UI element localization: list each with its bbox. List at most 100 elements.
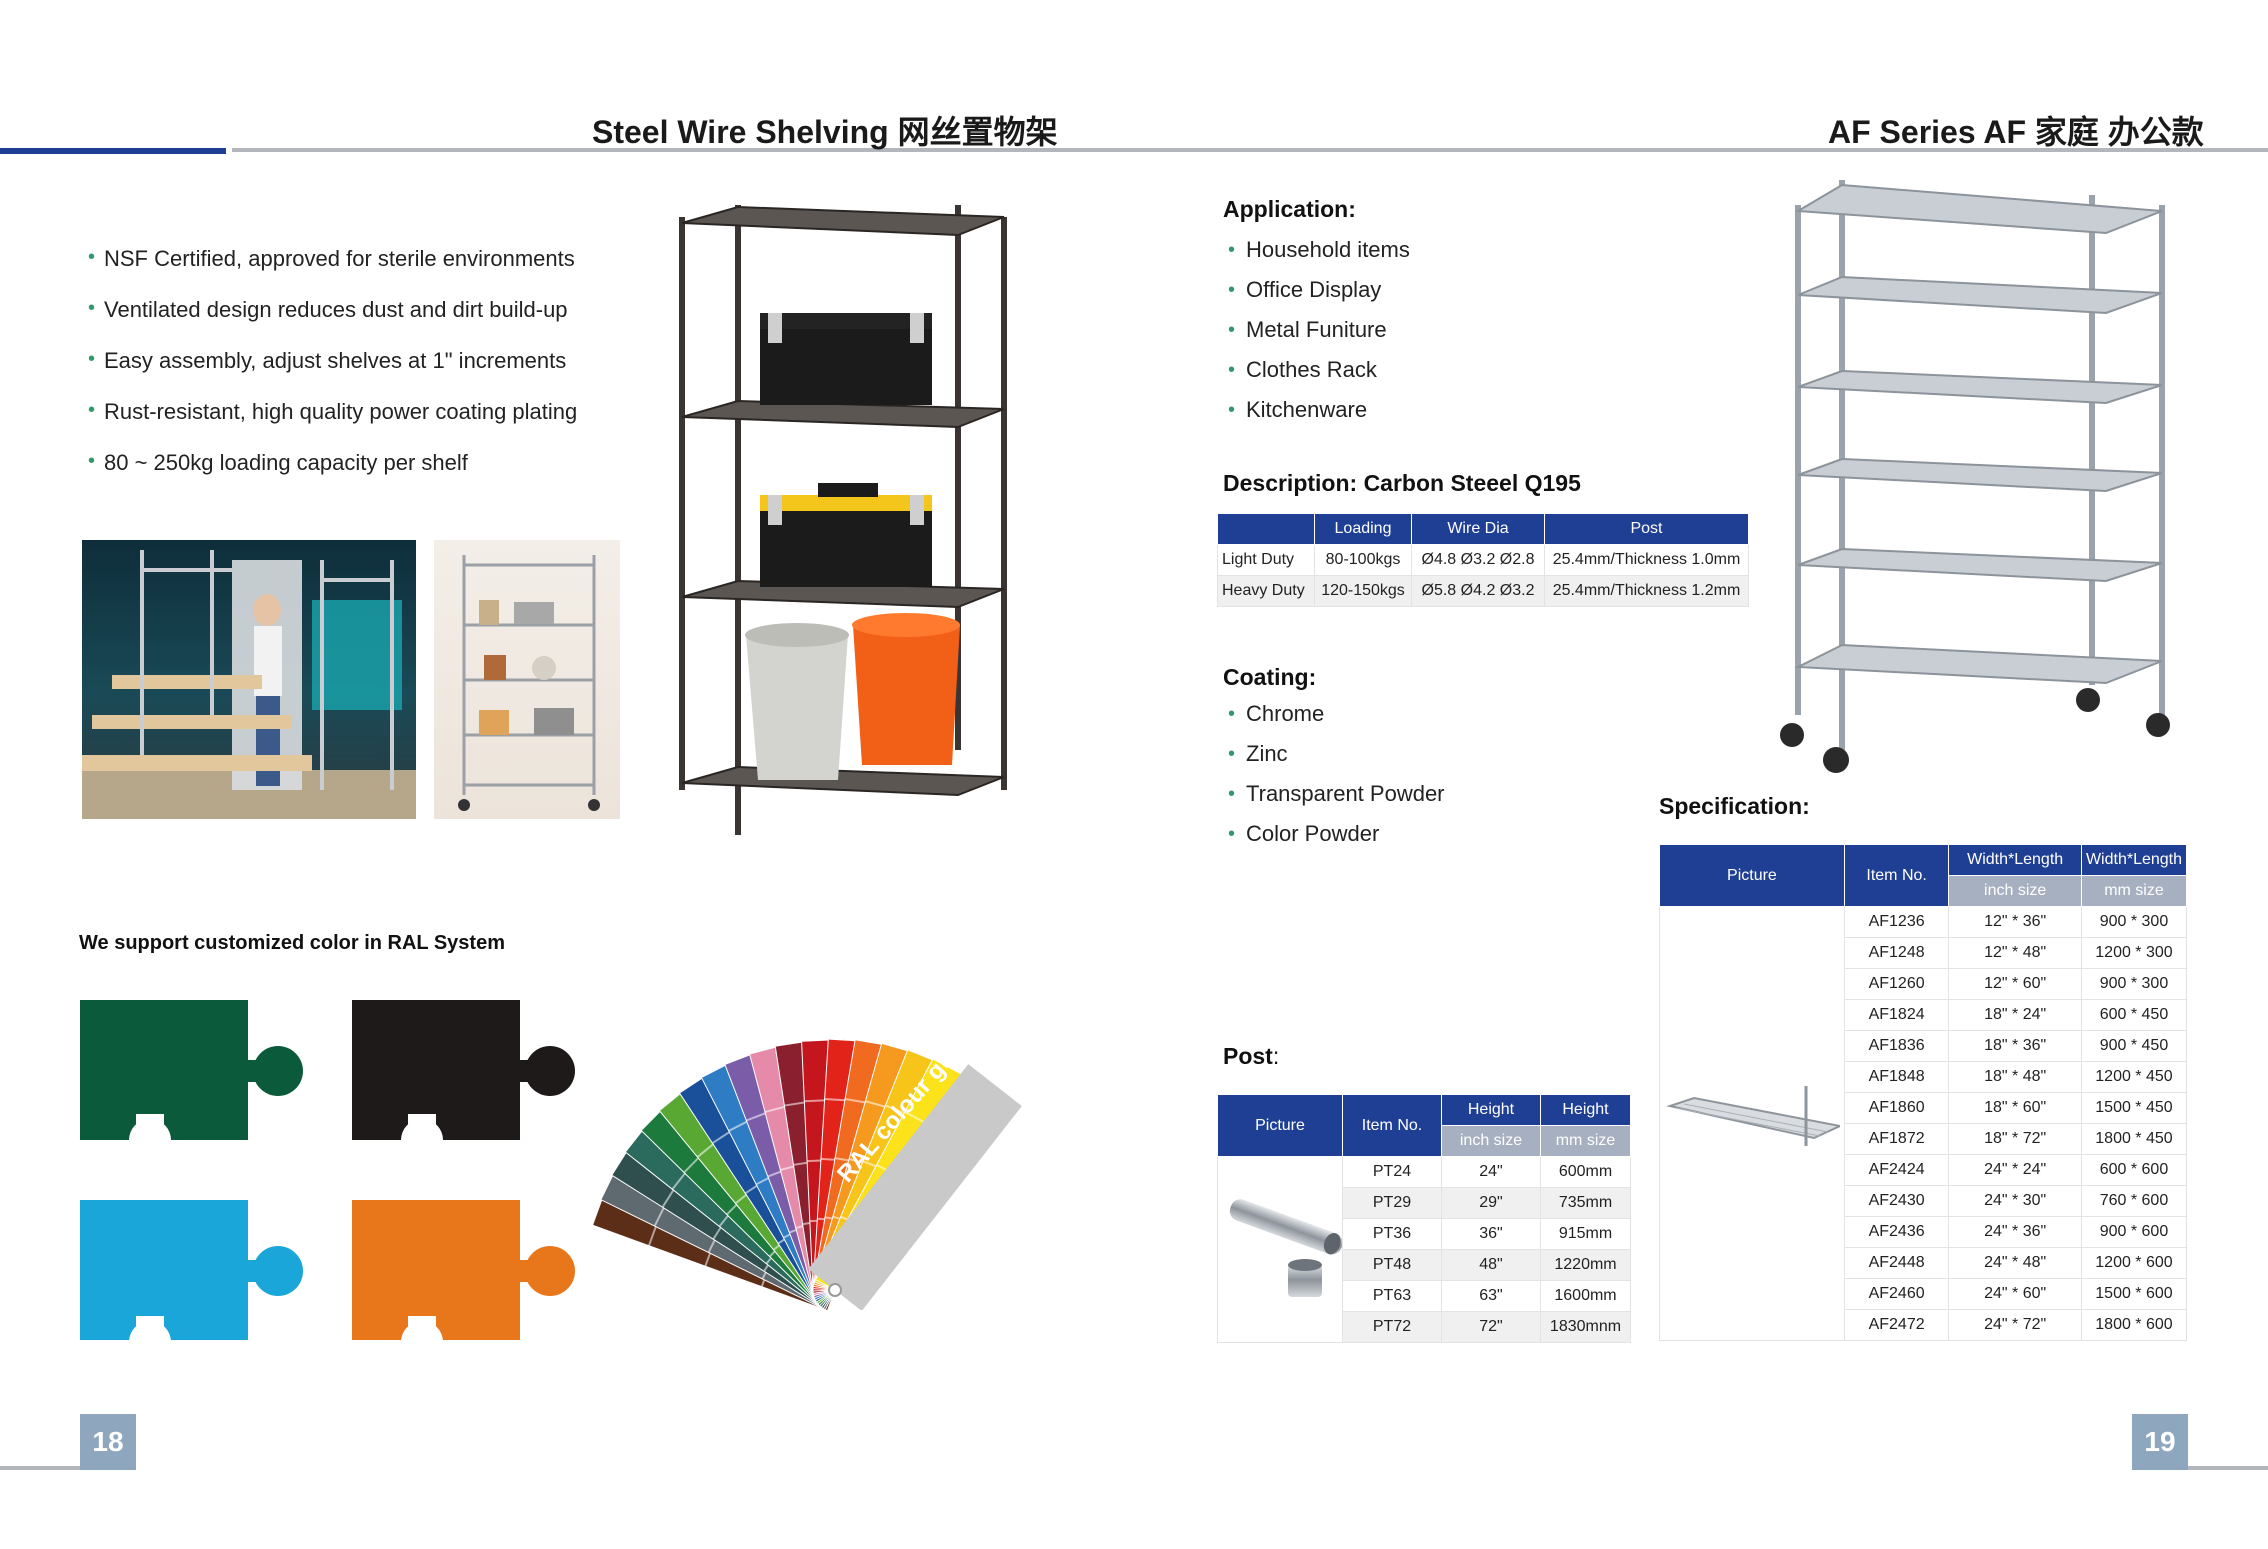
post-cell: 1600mm bbox=[1540, 1280, 1631, 1312]
page-title-left: Steel Wire Shelving 网丝置物架 bbox=[592, 114, 1058, 150]
post-table: Picture Item No. Height Height inch size… bbox=[1217, 1094, 1631, 1343]
spec-sub-mm: mm size bbox=[2080, 875, 2188, 907]
kitchen-shelf-photo bbox=[434, 540, 620, 819]
footer-rule-right bbox=[2180, 1466, 2268, 1470]
ral-caption: We support customized color in RAL Syste… bbox=[79, 932, 505, 954]
description-table: Loading Wire Dia Post Light Duty 80-100k… bbox=[1217, 513, 1749, 607]
spec-cell: 600 * 600 bbox=[2080, 1154, 2188, 1186]
post-cell: 1830mnm bbox=[1540, 1311, 1631, 1343]
feature-item: Rust-resistant, high quality power coati… bbox=[88, 399, 577, 450]
spec-cell: AF1848 bbox=[1843, 1061, 1950, 1093]
feature-list: NSF Certified, approved for sterile envi… bbox=[88, 246, 577, 501]
post-cell: 735mm bbox=[1540, 1187, 1631, 1219]
post-cell: PT63 bbox=[1342, 1280, 1442, 1312]
post-heading: Post: bbox=[1223, 1043, 1279, 1070]
puzzle-black bbox=[352, 1000, 575, 1140]
feature-item: NSF Certified, approved for sterile envi… bbox=[88, 246, 577, 297]
post-cell: 915mm bbox=[1540, 1218, 1631, 1250]
application-heading: Application: bbox=[1223, 196, 1356, 222]
post-sub-mm: mm size bbox=[1540, 1125, 1631, 1157]
table-row: PT72 72" 1830mnm bbox=[1218, 1311, 1631, 1343]
post-heading-colon: : bbox=[1272, 1043, 1280, 1069]
puzzle-green bbox=[80, 1000, 303, 1140]
post-picture-cell bbox=[1217, 1156, 1343, 1343]
spec-cell: 1800 * 600 bbox=[2080, 1309, 2188, 1341]
spec-cell: 900 * 300 bbox=[2080, 906, 2188, 938]
post-sub-inch: inch size bbox=[1441, 1125, 1541, 1157]
chrome-shelf-image bbox=[1770, 175, 2180, 780]
spec-cell: 1500 * 450 bbox=[2080, 1092, 2188, 1124]
desc-cell: Ø5.8 Ø4.2 Ø3.2 bbox=[1411, 575, 1545, 607]
table-row: AF2448 24" * 48" 1200 * 600 bbox=[1660, 1247, 2188, 1279]
spec-cell: 1800 * 450 bbox=[2080, 1123, 2188, 1155]
feature-item: 80 ~ 250kg loading capacity per shelf bbox=[88, 450, 577, 501]
spec-cell: 24" * 36" bbox=[1948, 1216, 2082, 1248]
post-tube-icon bbox=[1229, 1199, 1343, 1297]
ral-colour-fan bbox=[591, 1038, 1022, 1310]
table-row: AF1848 18" * 48" 1200 * 450 bbox=[1660, 1061, 2188, 1093]
kitchen-shelf-illustration bbox=[458, 555, 600, 811]
post-col-height-inch: Height bbox=[1441, 1094, 1541, 1126]
footer-rule-left bbox=[0, 1466, 88, 1470]
header-rule bbox=[232, 148, 2268, 152]
post-cell: PT72 bbox=[1342, 1311, 1442, 1343]
desc-cell: 120-150kgs bbox=[1314, 575, 1412, 607]
spec-cell: 600 * 450 bbox=[2080, 999, 2188, 1031]
page-title-right: AF Series AF 家庭 办公款 bbox=[1828, 114, 2204, 150]
application-item: Metal Funiture bbox=[1222, 310, 1410, 350]
post-cell: 36" bbox=[1441, 1218, 1541, 1250]
table-row: AF1872 18" * 72" 1800 * 450 bbox=[1660, 1123, 2188, 1155]
spec-cell: 12" * 60" bbox=[1948, 968, 2082, 1000]
spec-cell: 900 * 600 bbox=[2080, 1216, 2188, 1248]
desc-col-wire-dia: Wire Dia bbox=[1411, 513, 1545, 545]
desc-col-blank bbox=[1217, 513, 1315, 545]
post-cell: PT29 bbox=[1342, 1187, 1442, 1219]
table-row: PT63 63" 1600mm bbox=[1218, 1280, 1631, 1312]
spec-col-item-no: Item No. bbox=[1843, 844, 1950, 907]
coating-item: Zinc bbox=[1222, 734, 1445, 774]
description-heading: Description: Carbon Steeel Q195 bbox=[1223, 470, 1581, 496]
ral-guide-cover bbox=[808, 1064, 1022, 1310]
puzzle-cyan bbox=[80, 1200, 303, 1340]
spec-cell: AF2472 bbox=[1843, 1309, 1950, 1341]
store-display-photo bbox=[82, 540, 416, 819]
page-number-left: 18 bbox=[80, 1414, 136, 1470]
store-display-illustration bbox=[82, 550, 416, 819]
spec-cell: AF2436 bbox=[1843, 1216, 1950, 1248]
spec-cell: AF1860 bbox=[1843, 1092, 1950, 1124]
desc-col-post: Post bbox=[1544, 513, 1749, 545]
post-cell: 63" bbox=[1441, 1280, 1541, 1312]
desc-cell: 80-100kgs bbox=[1314, 544, 1412, 576]
spec-cell: AF2430 bbox=[1843, 1185, 1950, 1217]
post-cell: PT24 bbox=[1342, 1156, 1442, 1188]
spec-cell: 18" * 72" bbox=[1948, 1123, 2082, 1155]
desc-cell: 25.4mm/Thickness 1.0mm bbox=[1544, 544, 1749, 576]
post-col-height-mm: Height bbox=[1540, 1094, 1631, 1126]
spec-cell: 18" * 24" bbox=[1948, 999, 2082, 1031]
table-row: AF1248 12" * 48" 1200 * 300 bbox=[1660, 937, 2188, 969]
table-row: AF2460 24" * 60" 1500 * 600 bbox=[1660, 1278, 2188, 1310]
spec-picture-cell bbox=[1659, 906, 1845, 1341]
application-item: Clothes Rack bbox=[1222, 350, 1410, 390]
spec-cell: 18" * 36" bbox=[1948, 1030, 2082, 1062]
post-cell: PT48 bbox=[1342, 1249, 1442, 1281]
table-row: PT48 48" 1220mm bbox=[1218, 1249, 1631, 1281]
spec-cell: AF2424 bbox=[1843, 1154, 1950, 1186]
feature-item: Ventilated design reduces dust and dirt … bbox=[88, 297, 577, 348]
desc-cell: Light Duty bbox=[1217, 544, 1315, 576]
spec-cell: 900 * 300 bbox=[2080, 968, 2188, 1000]
page-number-right: 19 bbox=[2132, 1414, 2188, 1470]
feature-item: Easy assembly, adjust shelves at 1" incr… bbox=[88, 348, 577, 399]
desc-cell: Ø4.8 Ø3.2 Ø2.8 bbox=[1411, 544, 1545, 576]
desc-cell: Heavy Duty bbox=[1217, 575, 1315, 607]
desc-cell: 25.4mm/Thickness 1.2mm bbox=[1544, 575, 1749, 607]
application-list: Household items Office Display Metal Fun… bbox=[1222, 230, 1410, 430]
spec-cell: 1200 * 450 bbox=[2080, 1061, 2188, 1093]
spec-cell: 1200 * 300 bbox=[2080, 937, 2188, 969]
application-item: Household items bbox=[1222, 230, 1410, 270]
spec-cell: AF1836 bbox=[1843, 1030, 1950, 1062]
application-item: Office Display bbox=[1222, 270, 1410, 310]
black-wire-shelf-image bbox=[668, 195, 1018, 850]
table-row: AF2424 24" * 24" 600 * 600 bbox=[1660, 1154, 2188, 1186]
post-col-picture: Picture bbox=[1217, 1094, 1343, 1157]
